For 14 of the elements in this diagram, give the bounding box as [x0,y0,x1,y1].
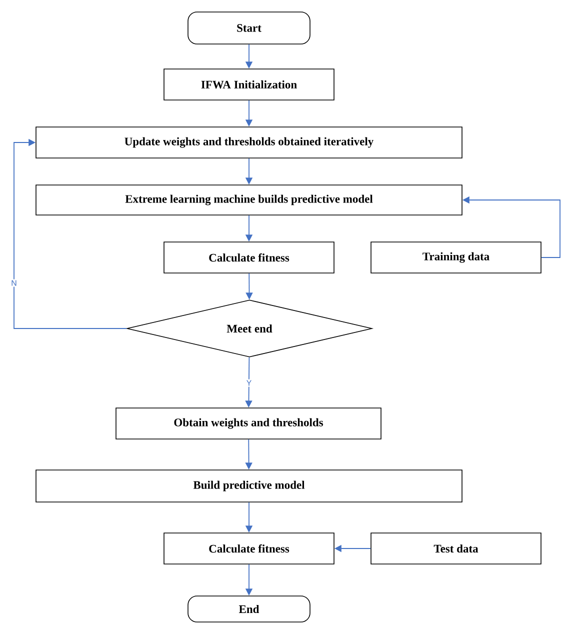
process-box: Update weights and thresholds obtained iteratively [36,126,462,158]
process-box: Extreme learning machine builds predictive model [36,184,462,216]
process-box: Build predictive model [36,470,462,502]
edge-label: Y [245,379,253,387]
process-box: Training data [370,242,542,274]
arrow [14,138,128,329]
process-box: Test data [370,532,542,564]
process-box: Calculate fitness [164,242,334,274]
terminal-box: Start [188,12,310,44]
process-box: Obtain weights and thresholds [116,408,382,440]
terminal-box: End [188,596,310,622]
process-box: IFWA Initialization [164,68,334,100]
edge-label: N [10,279,18,287]
process-box: Calculate fitness [164,532,334,564]
